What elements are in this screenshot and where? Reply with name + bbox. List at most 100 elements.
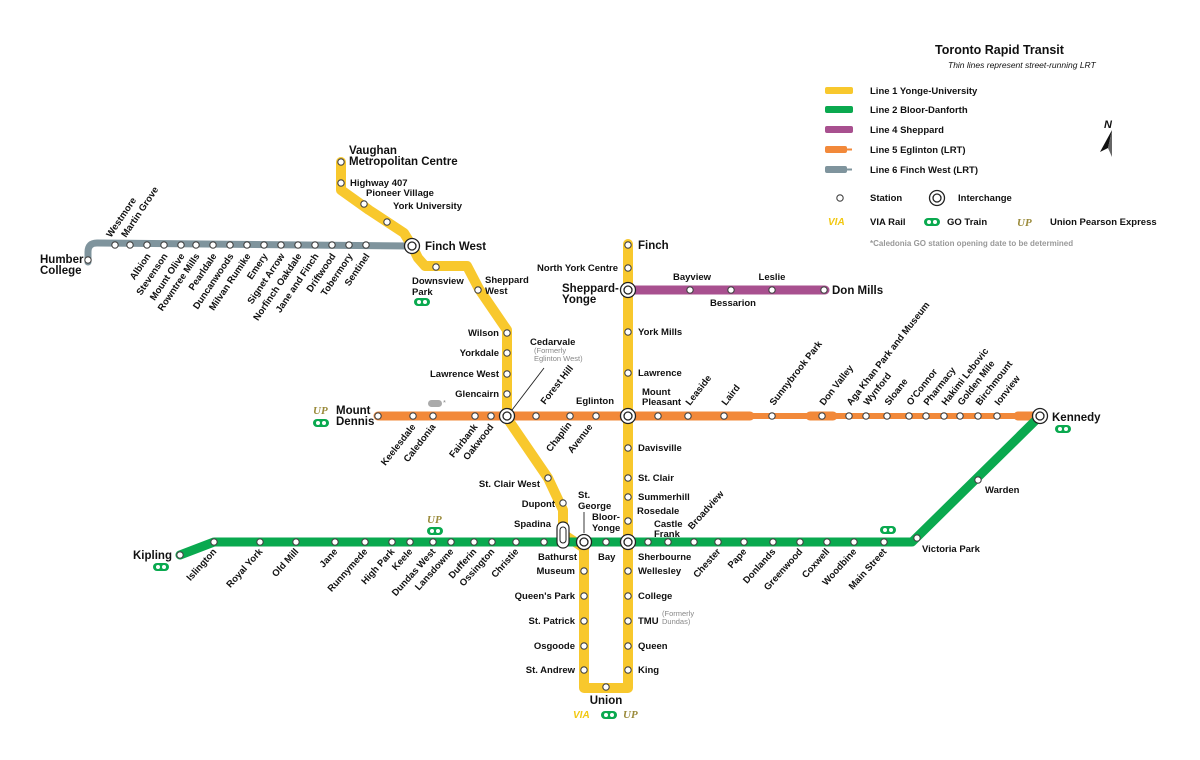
station-dot-westmore bbox=[111, 241, 119, 249]
station-dot-o-connor bbox=[905, 412, 913, 420]
station-dot-college bbox=[624, 592, 632, 600]
station-dot-donlands bbox=[769, 538, 777, 546]
station-dot-don-mills bbox=[820, 286, 828, 294]
station-label-king: King bbox=[638, 665, 659, 676]
station-dot-royal-york bbox=[256, 538, 264, 546]
station-dot-museum bbox=[580, 567, 588, 575]
legend-label-line-0: Line 1 Yonge-University bbox=[870, 86, 978, 97]
go-logo-dot bbox=[316, 421, 320, 425]
go-logo-shape bbox=[427, 527, 443, 535]
legend-swatch-line-4 bbox=[825, 166, 847, 173]
go-logo-dot bbox=[933, 220, 937, 224]
interchange-spadina-inner bbox=[559, 526, 567, 544]
go-logo-dot bbox=[1064, 427, 1068, 431]
station-dot-union bbox=[602, 683, 610, 691]
station-label-st-clair-west: St. Clair West bbox=[479, 479, 541, 490]
interchange-inner-eglinton bbox=[623, 411, 633, 421]
go-icon-downsview-park bbox=[414, 298, 430, 306]
station-dot-victoria-park bbox=[913, 534, 921, 542]
go-logo-dot bbox=[156, 565, 160, 569]
station-dot-bathurst bbox=[540, 538, 548, 546]
go-pending-asterisk: * bbox=[443, 398, 446, 407]
station-dot-rosedale bbox=[624, 517, 632, 525]
station-dot-ionview bbox=[993, 412, 1001, 420]
go-logo-dot bbox=[889, 528, 893, 532]
interchange-inner-sheppard-yonge bbox=[623, 285, 633, 295]
station-dot-kipling bbox=[176, 551, 184, 559]
interchange-inner-st-george bbox=[579, 537, 589, 547]
go-icon-kennedy bbox=[1055, 425, 1071, 433]
station-dot-bay bbox=[602, 538, 610, 546]
station-label-college: College bbox=[638, 591, 672, 602]
north-label: N bbox=[1104, 119, 1113, 131]
legend-station-label: Station bbox=[870, 193, 902, 204]
go-logo-shape bbox=[601, 711, 617, 719]
station-dot-norfinch-oakdale bbox=[294, 241, 302, 249]
up-icon-union: UP bbox=[623, 709, 638, 721]
go-logo-shape bbox=[880, 526, 896, 534]
station-label-summerhill: Summerhill bbox=[638, 492, 690, 503]
station-label-museum: Museum bbox=[536, 566, 575, 577]
station-label-lawrence: Lawrence bbox=[638, 368, 682, 379]
station-dot-wilson bbox=[503, 329, 511, 337]
station-dot-forest-hill bbox=[592, 412, 600, 420]
line2-route bbox=[175, 411, 1045, 560]
station-dot-albion bbox=[143, 241, 151, 249]
station-label-laird: Laird bbox=[720, 383, 743, 408]
station-label-wellesley: Wellesley bbox=[638, 566, 682, 577]
go-logo-dot bbox=[322, 421, 326, 425]
go-icon-main-street bbox=[880, 526, 896, 534]
go-logo-shape bbox=[414, 298, 430, 306]
station-dot-martin-grove bbox=[126, 241, 134, 249]
station-dot-islington bbox=[210, 538, 218, 546]
station-dot-wynford bbox=[862, 412, 870, 420]
station-dot-chaplin bbox=[532, 412, 540, 420]
station-dot-duncanwoods bbox=[226, 241, 234, 249]
legend-go-label: GO Train bbox=[947, 217, 987, 228]
station-dot-lansdowne bbox=[447, 538, 455, 546]
station-dot-queen-s-park bbox=[580, 592, 588, 600]
station-dot-woodbine bbox=[850, 538, 858, 546]
station-dot-milvan-rumike bbox=[243, 241, 251, 249]
legend-go-icon bbox=[924, 218, 940, 226]
station-dot-tmu bbox=[624, 617, 632, 625]
station-dot-sheppard-west bbox=[474, 286, 482, 294]
station-label-pape: Pape bbox=[726, 547, 749, 571]
via-icon-union: VIA bbox=[573, 710, 590, 721]
station-dot-rowntree-mills bbox=[192, 241, 200, 249]
north-arrow-right bbox=[1108, 130, 1112, 157]
station-dot-greenwood bbox=[796, 538, 804, 546]
legend-note: *Caledonia GO station opening date to be… bbox=[870, 239, 1073, 248]
station-dot-bayview bbox=[686, 286, 694, 294]
legend-up-label: Union Pearson Express bbox=[1050, 217, 1157, 228]
station-label-eglinton: Eglinton bbox=[576, 396, 614, 407]
station-dot-tobermory bbox=[345, 241, 353, 249]
station-dot-don-valley bbox=[818, 412, 826, 420]
station-dot-sherbourne bbox=[644, 538, 652, 546]
station-dot-caledonia bbox=[429, 412, 437, 420]
station-label-tmu: TMU bbox=[638, 616, 659, 627]
station-dot-castle-frank bbox=[664, 538, 672, 546]
station-label-finch-west: Finch West bbox=[425, 241, 486, 253]
station-label-glencairn: Glencairn bbox=[455, 389, 499, 400]
station-dot-st-patrick bbox=[580, 617, 588, 625]
interchange-inner-finch-west bbox=[407, 241, 417, 251]
legend-title: Toronto Rapid Transit bbox=[935, 43, 1065, 57]
go-icon-kipling bbox=[153, 563, 169, 571]
up-icon-bloor: UP bbox=[427, 514, 442, 526]
legend-via-icon: VIA bbox=[828, 217, 845, 228]
station-label-kennedy: Kennedy bbox=[1052, 412, 1101, 424]
station-dot-mount-olive bbox=[177, 241, 185, 249]
station-label-finch: Finch bbox=[638, 240, 669, 252]
station-dot-york-university bbox=[383, 218, 391, 226]
station-label-yorkdale: Yorkdale bbox=[460, 348, 499, 359]
station-label-forest-hill: Forest Hill bbox=[539, 363, 576, 406]
interchange-inner-kennedy bbox=[1035, 411, 1045, 421]
station-dot-avenue bbox=[566, 412, 574, 420]
